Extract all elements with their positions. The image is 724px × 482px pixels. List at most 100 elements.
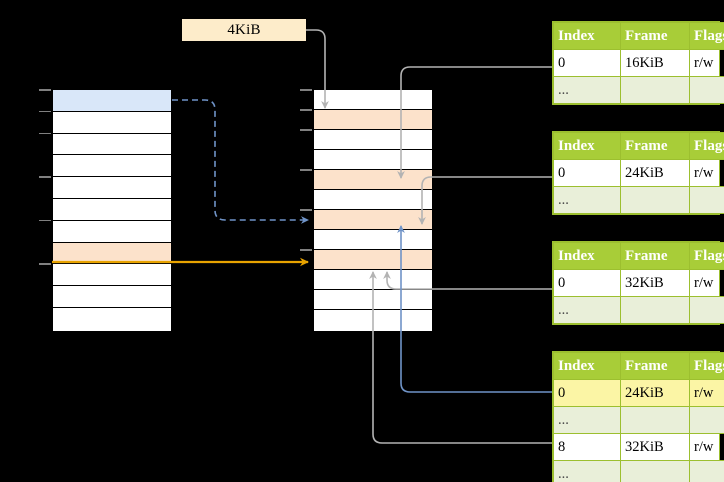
page-size-label-text: 4KiB bbox=[227, 21, 261, 38]
physical-column-tick-8 bbox=[300, 249, 312, 251]
page-table-level-4-row-2-frame-cell: 32KiB bbox=[620, 433, 690, 461]
physical-column-tick-4 bbox=[300, 169, 312, 171]
page-table-level-1-header-flags: Flags bbox=[689, 22, 724, 50]
virtual-column-tick-2 bbox=[39, 132, 51, 135]
page-table-level-1-row-1-flags-cell bbox=[689, 76, 724, 104]
page-table-level-2-row-1-frame-cell bbox=[620, 186, 690, 214]
page-table-level-3-header-index: Index bbox=[553, 242, 621, 270]
virtual-column-tick-1 bbox=[39, 110, 51, 113]
page-table-level-4-row-1-frame-cell bbox=[620, 406, 690, 434]
virtual-address-space-row-6[interactable] bbox=[53, 220, 171, 243]
virtual-column-tick-4 bbox=[39, 176, 51, 178]
physical-column-tick-1 bbox=[300, 109, 312, 111]
page-table-level-3-row-0-flags-cell: r/w bbox=[689, 269, 724, 297]
page-table-level-2-header-frame: Frame bbox=[620, 132, 690, 160]
physical-memory-row-10[interactable] bbox=[314, 290, 432, 310]
page-table-level-3: IndexFrameFlags032KiBr/w... bbox=[552, 241, 724, 325]
page-table-level-4-row-3[interactable]: ... bbox=[553, 460, 724, 482]
page-table-level-2-row-1[interactable]: ... bbox=[553, 186, 724, 214]
virtual-address-space-row-1[interactable] bbox=[53, 111, 171, 134]
physical-memory-row-5[interactable] bbox=[314, 190, 432, 210]
page-table-level-4-row-3-flags-cell bbox=[689, 460, 724, 482]
page-table-level-1-row-1-frame-cell bbox=[620, 76, 690, 104]
wire-virtual-blue-dashed bbox=[172, 99, 309, 224]
physical-column-tick-0 bbox=[300, 89, 312, 91]
page-table-level-3-header-row: IndexFrameFlags bbox=[553, 242, 724, 270]
page-table-level-3-row-0-index-cell: 0 bbox=[553, 269, 621, 297]
physical-memory-row-9[interactable] bbox=[314, 270, 432, 290]
page-table-level-1-row-1-index-cell: ... bbox=[553, 76, 621, 104]
page-table-level-2-row-1-index-cell: ... bbox=[553, 186, 621, 214]
physical-column-tick-2 bbox=[300, 129, 312, 131]
page-table-level-2-header-flags: Flags bbox=[689, 132, 724, 160]
page-table-level-1-header-index: Index bbox=[553, 22, 621, 50]
page-table-level-4-row-1-flags-cell bbox=[689, 406, 724, 434]
wire-pt2-to-frame bbox=[418, 176, 552, 225]
page-table-level-4-header-index: Index bbox=[553, 352, 621, 380]
page-table-level-1-header-frame: Frame bbox=[620, 22, 690, 50]
virtual-address-space-row-10[interactable] bbox=[53, 307, 171, 330]
physical-memory-row-4[interactable] bbox=[314, 170, 432, 190]
physical-memory-column bbox=[313, 89, 433, 332]
virtual-address-space-row-4[interactable] bbox=[53, 177, 171, 199]
page-table-level-3-row-1-flags-cell bbox=[689, 296, 724, 324]
page-table-level-4-header-frame: Frame bbox=[620, 352, 690, 380]
page-table-level-1: IndexFrameFlags016KiBr/w... bbox=[552, 21, 724, 105]
page-table-level-2-row-0-frame-cell: 24KiB bbox=[620, 159, 690, 187]
page-table-level-3-row-1[interactable]: ... bbox=[553, 296, 724, 324]
page-table-level-3-row-1-frame-cell bbox=[620, 296, 690, 324]
page-table-level-4-row-1-index-cell: ... bbox=[553, 406, 621, 434]
physical-memory-row-7[interactable] bbox=[314, 230, 432, 250]
physical-memory-row-1[interactable] bbox=[314, 110, 432, 130]
page-table-level-4-header-row: IndexFrameFlags bbox=[553, 352, 724, 380]
page-table-level-4-row-0-index-cell: 0 bbox=[553, 379, 621, 407]
virtual-address-space-row-2[interactable] bbox=[53, 133, 171, 156]
virtual-address-space-row-3[interactable] bbox=[53, 155, 171, 178]
page-table-level-4-header-flags: Flags bbox=[689, 352, 724, 380]
page-table-level-1-row-0-frame-cell: 16KiB bbox=[620, 49, 690, 77]
page-table-level-3-row-0-frame-cell: 32KiB bbox=[620, 269, 690, 297]
page-table-level-2-row-0-flags-cell: r/w bbox=[689, 159, 724, 187]
page-table-level-4-row-0-frame-cell: 24KiB bbox=[620, 379, 690, 407]
page-table-level-3-header-flags: Flags bbox=[689, 242, 724, 270]
page-table-level-4-row-2-flags-cell: r/w bbox=[689, 433, 724, 461]
virtual-address-space-row-0[interactable] bbox=[53, 90, 171, 112]
virtual-column-tick-8 bbox=[39, 263, 51, 265]
page-table-level-2: IndexFrameFlags024KiBr/w... bbox=[552, 131, 724, 215]
page-table-level-4-row-3-frame-cell bbox=[620, 460, 690, 482]
page-table-level-2-row-0-index-cell: 0 bbox=[553, 159, 621, 187]
page-table-level-4: IndexFrameFlags024KiBr/w...832KiBr/w... bbox=[552, 351, 724, 482]
page-table-level-2-row-1-flags-cell bbox=[689, 186, 724, 214]
virtual-column-tick-6 bbox=[39, 219, 51, 222]
physical-memory-row-2[interactable] bbox=[314, 130, 432, 150]
virtual-address-space-column bbox=[52, 89, 172, 332]
page-table-level-1-header-row: IndexFrameFlags bbox=[553, 22, 724, 50]
virtual-address-space-row-8[interactable] bbox=[53, 264, 171, 287]
physical-memory-row-3[interactable] bbox=[314, 150, 432, 170]
virtual-address-space-row-5[interactable] bbox=[53, 198, 171, 221]
physical-memory-row-11[interactable] bbox=[314, 310, 432, 330]
page-table-level-3-header-frame: Frame bbox=[620, 242, 690, 270]
page-table-level-3-row-1-index-cell: ... bbox=[553, 296, 621, 324]
page-table-level-4-row-3-index-cell: ... bbox=[553, 460, 621, 482]
virtual-address-space-row-7[interactable] bbox=[53, 242, 171, 265]
physical-memory-row-0[interactable] bbox=[314, 90, 432, 110]
physical-column-tick-6 bbox=[300, 209, 312, 211]
physical-memory-row-8[interactable] bbox=[314, 250, 432, 270]
page-table-level-4-row-2-index-cell: 8 bbox=[553, 433, 621, 461]
page-table-level-1-row-1[interactable]: ... bbox=[553, 76, 724, 104]
page-table-level-1-row-0-index-cell: 0 bbox=[553, 49, 621, 77]
virtual-column-tick-0 bbox=[39, 89, 51, 91]
virtual-address-space-row-9[interactable] bbox=[53, 286, 171, 308]
page-table-level-1-row-0-flags-cell: r/w bbox=[689, 49, 724, 77]
physical-memory-row-6[interactable] bbox=[314, 210, 432, 230]
page-size-label: 4KiB bbox=[182, 19, 306, 41]
page-table-level-4-row-1[interactable]: ... bbox=[553, 406, 724, 434]
page-table-level-2-header-index: Index bbox=[553, 132, 621, 160]
